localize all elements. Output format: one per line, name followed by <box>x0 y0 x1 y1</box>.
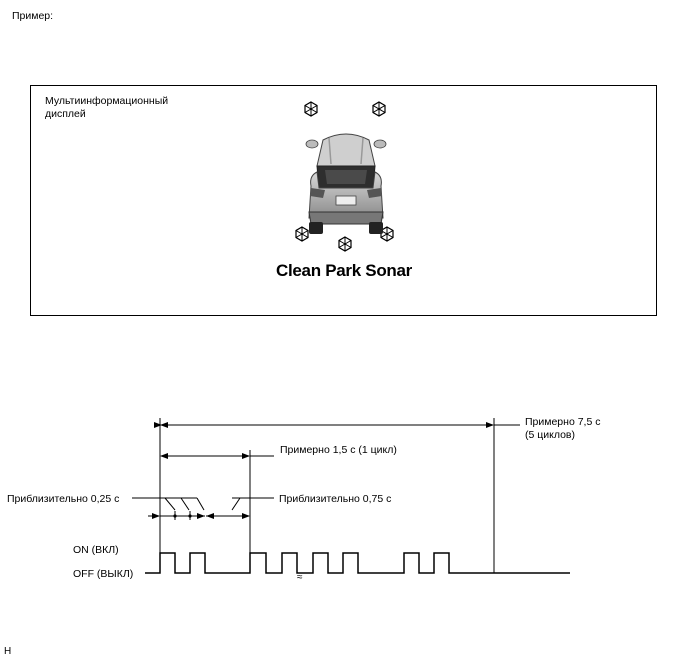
sonar-sensor-icon <box>372 101 386 117</box>
display-label: Мультиинформационный дисплей <box>45 95 169 120</box>
clean-park-sonar-title: Clean Park Sonar <box>276 261 412 280</box>
off-duration-label: Приблизительно 0,75 с <box>279 493 391 505</box>
timing-diagram: Примерно 7,5 с (5 циклов) Примерно 1,5 с… <box>7 416 600 583</box>
sonar-sensor-icon <box>295 226 309 242</box>
example-label: Пример: <box>12 10 54 22</box>
total-sub-label: (5 циклов) <box>525 429 575 441</box>
sonar-sensor-icon <box>338 236 352 252</box>
sonar-sensor-icon <box>304 101 318 117</box>
on-state-label: ON (ВКЛ) <box>73 544 119 556</box>
cycle-label: Примерно 1,5 с (1 цикл) <box>280 444 397 456</box>
off-state-label: OFF (ВЫКЛ) <box>73 568 133 580</box>
total-label: Примерно 7,5 с <box>525 416 600 428</box>
on-duration-label: Приблизительно 0,25 с <box>7 493 119 505</box>
break-mark: ≈ <box>297 572 303 583</box>
footer-code: H <box>4 646 12 657</box>
multi-information-display: Мультиинформационный дисплей <box>30 85 657 316</box>
car-rear-view-icon <box>305 133 387 234</box>
signal-waveform <box>145 552 570 574</box>
